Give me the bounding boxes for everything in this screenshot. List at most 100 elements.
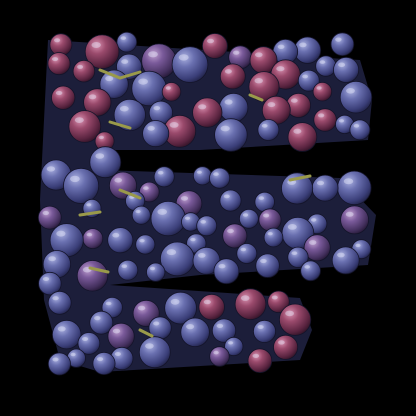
grape-berry xyxy=(349,119,371,141)
grape-highlight xyxy=(82,337,89,341)
grape-highlight xyxy=(227,228,234,234)
grape-highlight xyxy=(70,352,76,357)
grape-highlight xyxy=(56,230,66,237)
grape-berry xyxy=(330,32,355,57)
grape-highlight xyxy=(337,252,345,258)
grape-berry xyxy=(293,36,322,64)
grape-highlight xyxy=(94,316,101,321)
grape-berry xyxy=(117,259,139,281)
grape-highlight xyxy=(293,128,302,134)
grape-highlight xyxy=(180,196,189,201)
grape-highlight xyxy=(203,299,211,305)
grape-berry xyxy=(192,166,212,186)
grape-highlight xyxy=(252,353,260,358)
grape-highlight xyxy=(309,240,317,245)
grape-berry xyxy=(92,351,116,375)
grape-highlight xyxy=(119,105,129,112)
grape-berry xyxy=(234,288,267,321)
grape-berry xyxy=(146,262,166,282)
grape-berry xyxy=(224,336,244,357)
grape-berry xyxy=(263,227,284,248)
grape-highlight xyxy=(138,78,148,85)
grape-highlight xyxy=(271,295,278,300)
grape-highlight xyxy=(153,106,161,111)
grape-highlight xyxy=(112,232,120,238)
grape-highlight xyxy=(105,75,114,82)
grape-berry xyxy=(47,290,72,315)
grape-highlight xyxy=(224,69,232,74)
grape-highlight xyxy=(233,50,240,55)
grape-highlight xyxy=(145,343,154,349)
grape-highlight xyxy=(338,62,346,68)
grape-highlight xyxy=(57,326,66,332)
grape-highlight xyxy=(263,213,270,218)
grape-highlight xyxy=(157,208,167,215)
grape-berry xyxy=(337,170,372,206)
grape-highlight xyxy=(178,54,189,61)
grape-berry xyxy=(180,317,210,348)
grape-highlight xyxy=(135,209,141,214)
grape-highlight xyxy=(52,57,59,62)
grape-highlight xyxy=(207,38,214,44)
grape-highlight xyxy=(291,251,298,255)
grape-berry xyxy=(76,260,109,292)
grape-highlight xyxy=(258,196,265,200)
grape-highlight xyxy=(46,166,56,172)
grape-berry xyxy=(257,119,280,141)
grape-highlight xyxy=(70,175,80,183)
grape-highlight xyxy=(260,258,267,264)
grape-highlight xyxy=(213,350,219,355)
grape-highlight xyxy=(213,172,219,176)
grape-highlight xyxy=(200,220,206,224)
grape-highlight xyxy=(157,170,164,175)
grape-highlight xyxy=(86,203,92,207)
grape-highlight xyxy=(139,239,145,243)
grape-berry xyxy=(84,34,120,70)
grape-berry xyxy=(300,260,321,282)
grape-berry xyxy=(201,33,228,59)
grape-berry xyxy=(138,336,171,369)
grape-highlight xyxy=(86,232,93,237)
grape-berry xyxy=(153,166,175,188)
grape-berry xyxy=(222,223,248,249)
grape-berry xyxy=(219,63,246,90)
grape-berry xyxy=(247,348,273,374)
grape-highlight xyxy=(343,178,354,185)
grape-highlight xyxy=(223,194,230,199)
grape-berry xyxy=(107,322,135,350)
grape-stems xyxy=(78,68,312,338)
grape-highlight xyxy=(98,135,105,140)
grape-highlight xyxy=(52,296,59,301)
grape-berry xyxy=(47,52,71,76)
grape-highlight xyxy=(170,298,180,305)
grape-highlight xyxy=(143,186,149,190)
grape-highlight xyxy=(254,78,263,84)
grape-highlight xyxy=(254,52,263,58)
grape-highlight xyxy=(242,213,249,217)
grape-berry xyxy=(38,271,62,296)
grape-highlight xyxy=(148,51,158,58)
grape-berry xyxy=(209,167,231,189)
grape-highlight xyxy=(166,249,177,256)
grape-berry xyxy=(297,69,320,92)
grape-berry xyxy=(161,82,182,102)
grape-highlight xyxy=(52,357,59,362)
grape-highlight xyxy=(316,180,325,186)
grape-highlight xyxy=(95,153,105,159)
grape-highlight xyxy=(277,44,285,49)
grape-berry xyxy=(287,246,309,268)
grape-berry xyxy=(331,246,360,275)
grape-highlight xyxy=(48,256,56,262)
grape-highlight xyxy=(112,328,121,334)
grape-highlight xyxy=(302,74,308,79)
grape-highlight xyxy=(285,310,294,317)
grape-highlight xyxy=(257,325,264,329)
grape-berry xyxy=(150,201,186,237)
grape-highlight xyxy=(317,113,325,118)
grape-berry xyxy=(219,189,242,212)
grape-berry xyxy=(209,346,230,367)
grape-berry xyxy=(339,80,373,114)
grape-highlight xyxy=(190,237,196,242)
grape-highlight xyxy=(267,102,276,108)
